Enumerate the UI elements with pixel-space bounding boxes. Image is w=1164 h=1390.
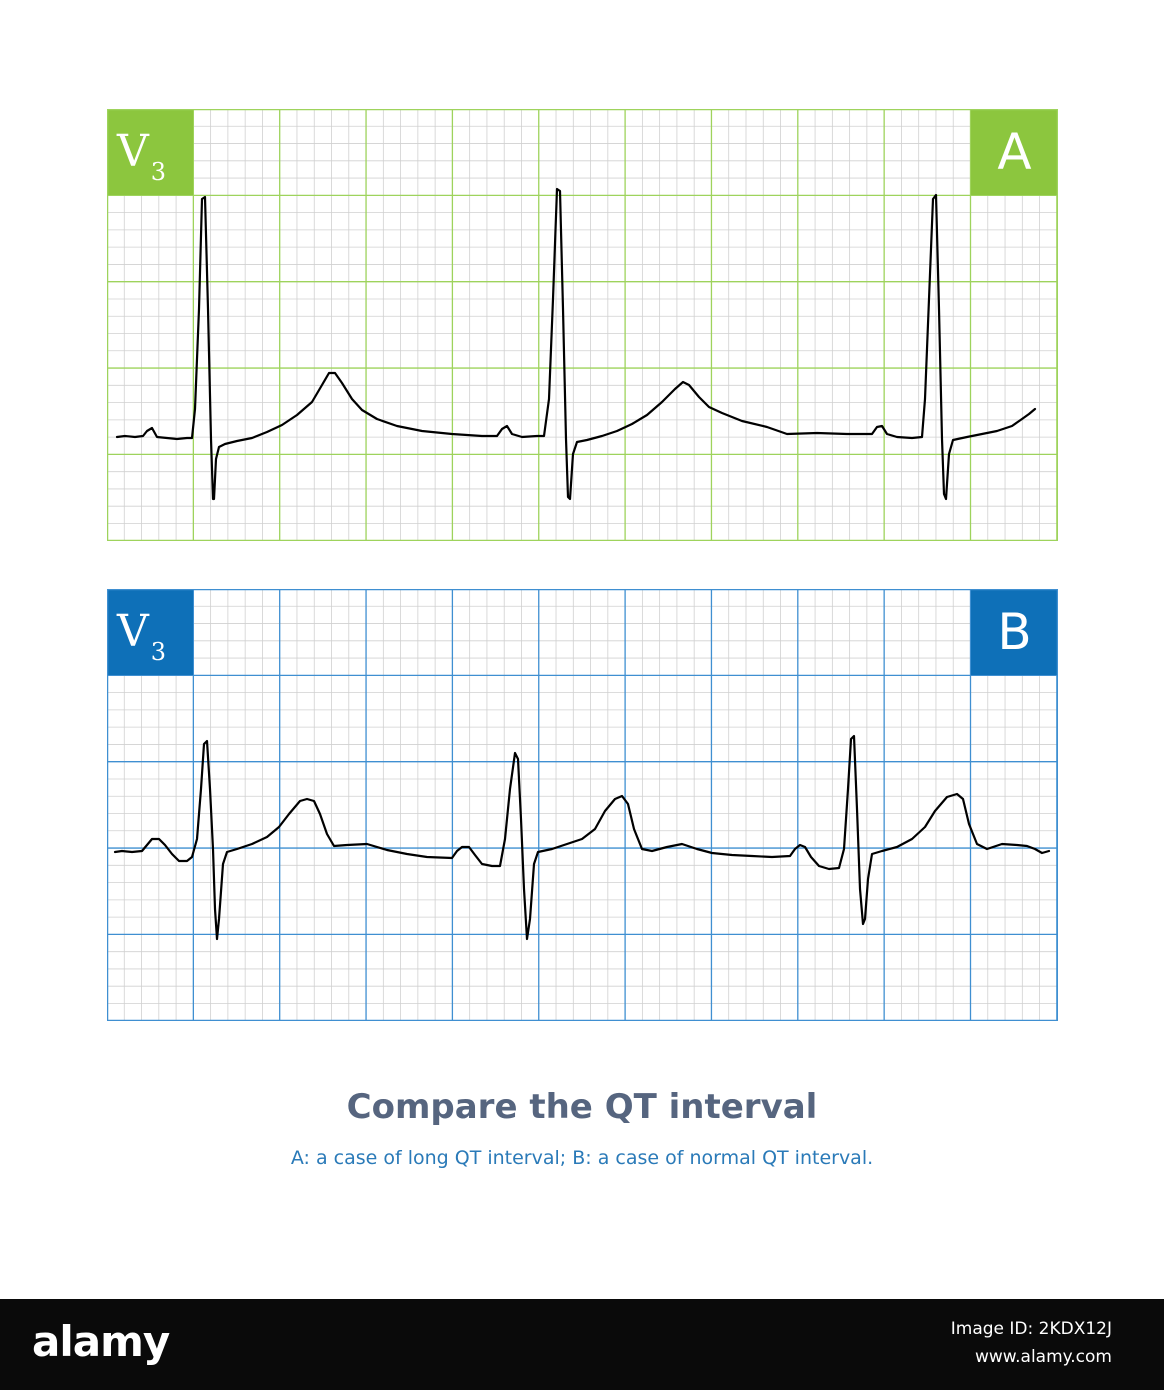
panel-letter: A	[997, 123, 1032, 181]
lead-subscript: 3	[150, 638, 167, 666]
ecg-panel-a: V3 A	[107, 109, 1058, 541]
ecg-trace-b	[113, 734, 1051, 941]
grid-background	[107, 109, 1058, 541]
footer-bar: alamy Image ID: 2KDX12J www.alamy.com	[0, 1299, 1164, 1390]
lead-label: V3	[107, 589, 193, 675]
minor-grid	[107, 109, 1058, 541]
ecg-trace-a	[115, 187, 1037, 501]
caption-subtitle: A: a case of long QT interval; B: a case…	[290, 1147, 874, 1169]
ecg-panel-b: V3 B	[107, 589, 1058, 1021]
panel-border	[107, 109, 1058, 541]
ecg-strip-b	[107, 589, 1058, 1021]
lead-name: V	[117, 126, 149, 177]
ecg-strip-a	[107, 109, 1058, 541]
lead-label: V3	[107, 109, 193, 195]
footer-logo[interactable]: alamy	[32, 1317, 170, 1366]
footer-image-id: Image ID: 2KDX12J	[950, 1319, 1112, 1339]
lead-label-box	[107, 589, 193, 675]
panel-letter-box	[971, 109, 1058, 195]
grid-background	[107, 589, 1058, 1021]
minor-grid	[107, 589, 1058, 1021]
panel-letter-box	[971, 589, 1058, 675]
footer-url[interactable]: www.alamy.com	[974, 1347, 1112, 1367]
lead-name: V	[117, 606, 149, 657]
lead-subscript: 3	[150, 158, 167, 186]
panel-border	[107, 589, 1058, 1021]
lead-label-box	[107, 109, 193, 195]
panel-letter: B	[997, 603, 1032, 661]
caption-title: Compare the QT interval	[346, 1087, 818, 1127]
